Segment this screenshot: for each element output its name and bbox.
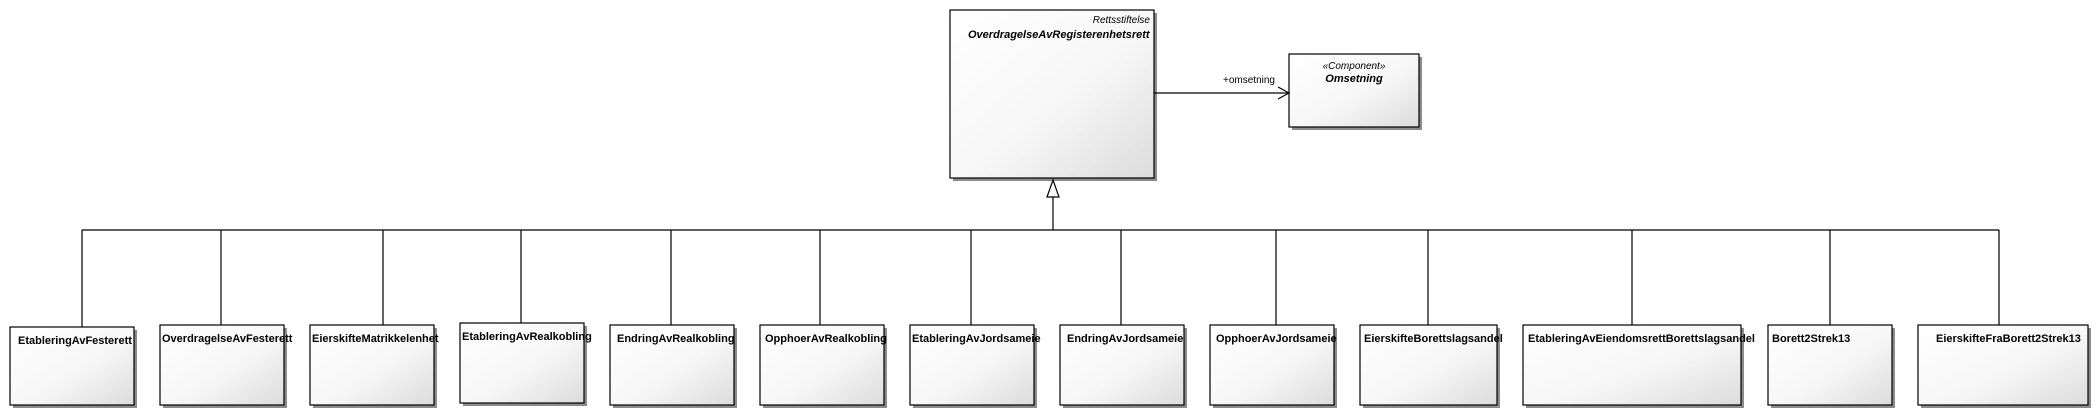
child-class-name: EndringAvRealkobling (617, 333, 735, 345)
child-class-name: Borett2Strek13 (1772, 333, 1850, 345)
child-class-name: EtableringAvRealkobling (462, 331, 592, 343)
association-omsetning[interactable]: +omsetning (1154, 75, 1291, 100)
child-class-name: EndringAvJordsameie (1067, 333, 1183, 345)
child-class-name: OpphoerAvJordsameie (1216, 333, 1337, 345)
child-class-name: EtableringAvEiendomsrettBorettslagsandel (1528, 333, 1755, 345)
child-class-name: OverdragelseAvFesterett (162, 333, 293, 345)
child-class[interactable]: OpphoerAvJordsameie (1209, 324, 1337, 408)
child-class-name: EierskifteMatrikkelenhet (312, 333, 439, 345)
child-class[interactable]: EtableringAvEiendomsrettBorettslagsandel (1522, 324, 1755, 408)
child-class[interactable]: EierskifteBorettslagsandel (1359, 324, 1503, 408)
child-class-name: EierskifteFraBorett2Strek13 (1936, 333, 2081, 345)
child-class-name: EtableringAvJordsameie (912, 333, 1041, 345)
child-class[interactable]: Borett2Strek13 (1767, 324, 1895, 408)
child-class[interactable]: EtableringAvFesterett (9, 326, 137, 408)
child-class[interactable]: EndringAvRealkobling (609, 324, 737, 408)
component-class[interactable]: «Component» Omsetning (1288, 53, 1422, 130)
child-class[interactable]: EtableringAvRealkobling (459, 322, 592, 406)
parent-class[interactable]: Rettsstiftelse OverdragelseAvRegisterenh… (949, 9, 1157, 181)
child-class[interactable]: OverdragelseAvFesterett (159, 324, 293, 408)
generalization-tree (81, 178, 2000, 327)
child-class[interactable]: EierskifteMatrikkelenhet (309, 324, 439, 408)
parent-stereotype: Rettsstiftelse (1093, 15, 1151, 26)
child-class[interactable]: EndringAvJordsameie (1059, 324, 1187, 408)
child-class[interactable]: OpphoerAvRealkobling (759, 324, 887, 408)
child-class-name: EierskifteBorettslagsandel (1364, 333, 1503, 345)
association-role-label: +omsetning (1223, 75, 1275, 86)
inheritance-arrowhead (1046, 178, 1060, 198)
child-class[interactable]: EtableringAvJordsameie (909, 324, 1041, 408)
component-stereotype: «Component» (1323, 61, 1386, 72)
child-class-name: EtableringAvFesterett (18, 335, 132, 347)
component-class-name: Omsetning (1325, 73, 1383, 85)
child-class-name: OpphoerAvRealkobling (765, 333, 887, 345)
parent-class-name: OverdragelseAvRegisterenhetsrett (968, 29, 1151, 41)
child-classes: EtableringAvFesterett OverdragelseAvFeste… (9, 322, 2091, 408)
child-class[interactable]: EierskifteFraBorett2Strek13 (1917, 324, 2091, 408)
